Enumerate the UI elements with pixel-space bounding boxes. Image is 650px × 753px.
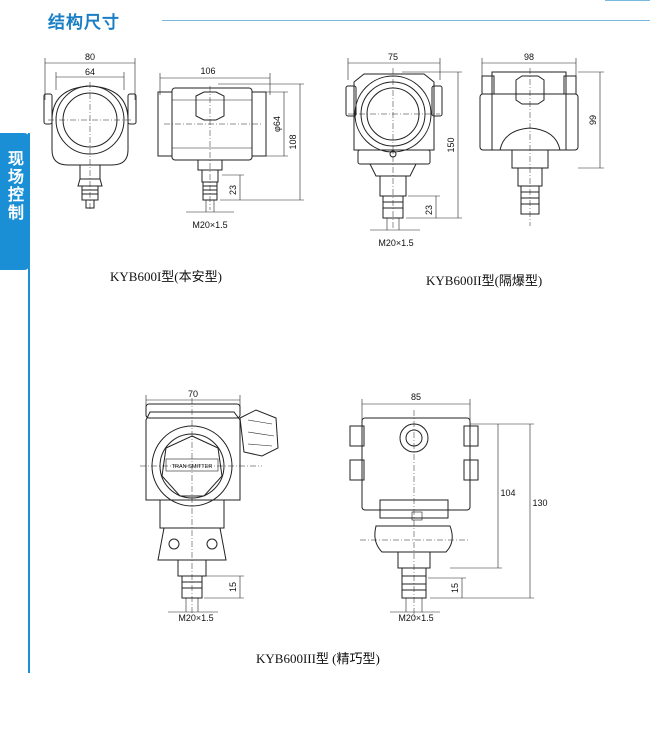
dim-80: 80 [85,52,95,62]
dim-23-a: 23 [228,185,238,195]
header-top-rule [605,0,650,1]
thread-kyb600i: M20×1.5 [192,220,227,230]
thread-kyb600ii: M20×1.5 [378,238,413,248]
dim-108: 108 [288,134,298,149]
kyb600iii-side-view [349,399,534,620]
kyb600ii-side-view [479,58,604,226]
thread-kyb600iii-side: M20×1.5 [398,613,433,623]
dim-15-b: 15 [450,583,460,593]
dim-64: 64 [85,67,95,77]
dim-75: 75 [388,52,398,62]
side-tab-label: 现场控制 [5,150,24,222]
kyb600i-side-view [157,73,304,213]
header-rule [162,20,650,21]
dim-104: 104 [500,488,515,498]
nameplate-text: TRAN SMITTER [172,464,213,470]
dim-phi64: φ64 [272,116,282,132]
dim-150: 150 [446,137,456,152]
thread-kyb600iii-front: M20×1.5 [178,613,213,623]
dim-23-b: 23 [424,205,434,215]
dim-130: 130 [532,498,547,508]
dim-98: 98 [524,52,534,62]
dim-70: 70 [188,389,198,399]
dim-106: 106 [200,66,215,76]
caption-kyb600iii: KYB600III型 (精巧型) [256,651,380,666]
kyb600i-front-view [43,58,137,210]
dim-99: 99 [588,115,598,125]
dim-85: 85 [411,392,421,402]
caption-kyb600ii: KYB600II型(隔爆型) [426,273,543,288]
caption-kyb600i: KYB600I型(本安型) [110,269,222,284]
kyb600ii-front-view [345,58,462,231]
dim-15-a: 15 [228,582,238,592]
section-title: 结构尺寸 [48,13,120,33]
kyb600iii-front-view [140,395,279,615]
side-accent-line [28,133,30,673]
side-tab [0,133,30,270]
